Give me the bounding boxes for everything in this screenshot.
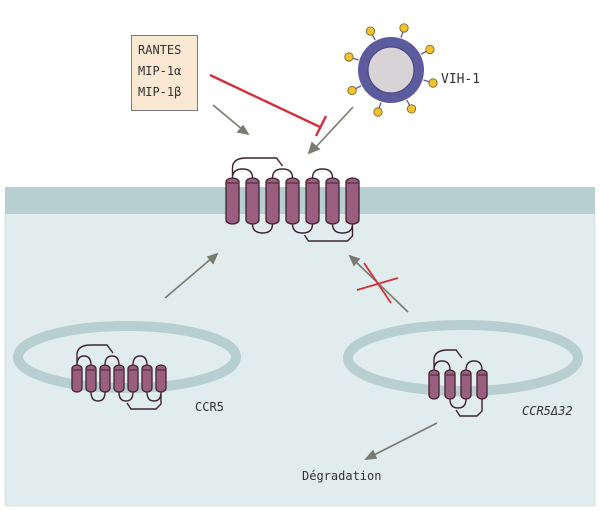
plasma-membrane bbox=[5, 187, 595, 214]
ccr5-receptor-membrane bbox=[225, 157, 360, 242]
transmembrane-helix bbox=[285, 177, 300, 225]
arrow-delta32-blocked bbox=[348, 254, 409, 313]
arrow-chemokine-to-receptor bbox=[212, 104, 250, 136]
transmembrane-helix bbox=[476, 369, 488, 400]
transmembrane-helix bbox=[428, 369, 440, 400]
inhibition-line bbox=[209, 73, 328, 137]
transmembrane-helix bbox=[99, 364, 111, 393]
label-mip1-alpha: MIP-1α bbox=[138, 64, 182, 78]
label-mip1-beta: MIP-1β bbox=[138, 85, 182, 99]
transmembrane-helix bbox=[444, 369, 456, 400]
ccr5-delta32-receptor bbox=[428, 349, 488, 417]
label-rantes: RANTES bbox=[138, 43, 182, 57]
label-virus: VIH-1 bbox=[441, 72, 481, 87]
arrow-to-degradation bbox=[364, 422, 438, 460]
spike-knob bbox=[428, 78, 438, 88]
transmembrane-helix bbox=[245, 177, 260, 225]
transmembrane-helix bbox=[127, 364, 139, 393]
label-ccr5: CCR5 bbox=[195, 400, 224, 414]
transmembrane-helix bbox=[265, 177, 280, 225]
vesicle-ccr5 bbox=[13, 321, 241, 393]
transmembrane-helix bbox=[460, 369, 472, 400]
receptor-loops bbox=[231, 157, 354, 242]
receptor-loops bbox=[433, 349, 483, 417]
chemokine-box: RANTES MIP-1α MIP-1β bbox=[131, 35, 198, 111]
spike-knob bbox=[406, 104, 417, 114]
transmembrane-helix bbox=[113, 364, 125, 393]
transmembrane-helix bbox=[325, 177, 340, 225]
transmembrane-helix bbox=[345, 177, 360, 225]
transmembrane-helix bbox=[85, 364, 97, 393]
blocked-cross-icon bbox=[356, 262, 399, 304]
viral-core bbox=[367, 46, 415, 94]
transmembrane-helix bbox=[71, 364, 83, 393]
spike-knob bbox=[344, 52, 354, 62]
cytoplasm bbox=[4, 211, 596, 507]
spike-knob bbox=[399, 23, 409, 33]
arrow-vesicle-to-membrane bbox=[164, 252, 219, 299]
receptor-loops bbox=[76, 344, 162, 410]
transmembrane-helix bbox=[155, 364, 167, 393]
ccr5-receptor-vesicle bbox=[71, 344, 167, 410]
arrow-virus-to-receptor bbox=[307, 106, 354, 155]
transmembrane-helix bbox=[141, 364, 153, 393]
spike-knob bbox=[365, 26, 376, 36]
transmembrane-helix bbox=[225, 177, 240, 225]
hiv-virion-icon bbox=[344, 23, 438, 117]
label-ccr5-delta32: CCR5Δ32 bbox=[522, 404, 573, 418]
spike-knob bbox=[347, 85, 357, 96]
spike-knob bbox=[425, 44, 435, 55]
transmembrane-helix bbox=[305, 177, 320, 225]
label-degradation: Dégradation bbox=[302, 469, 382, 483]
spike-knob bbox=[373, 107, 383, 117]
